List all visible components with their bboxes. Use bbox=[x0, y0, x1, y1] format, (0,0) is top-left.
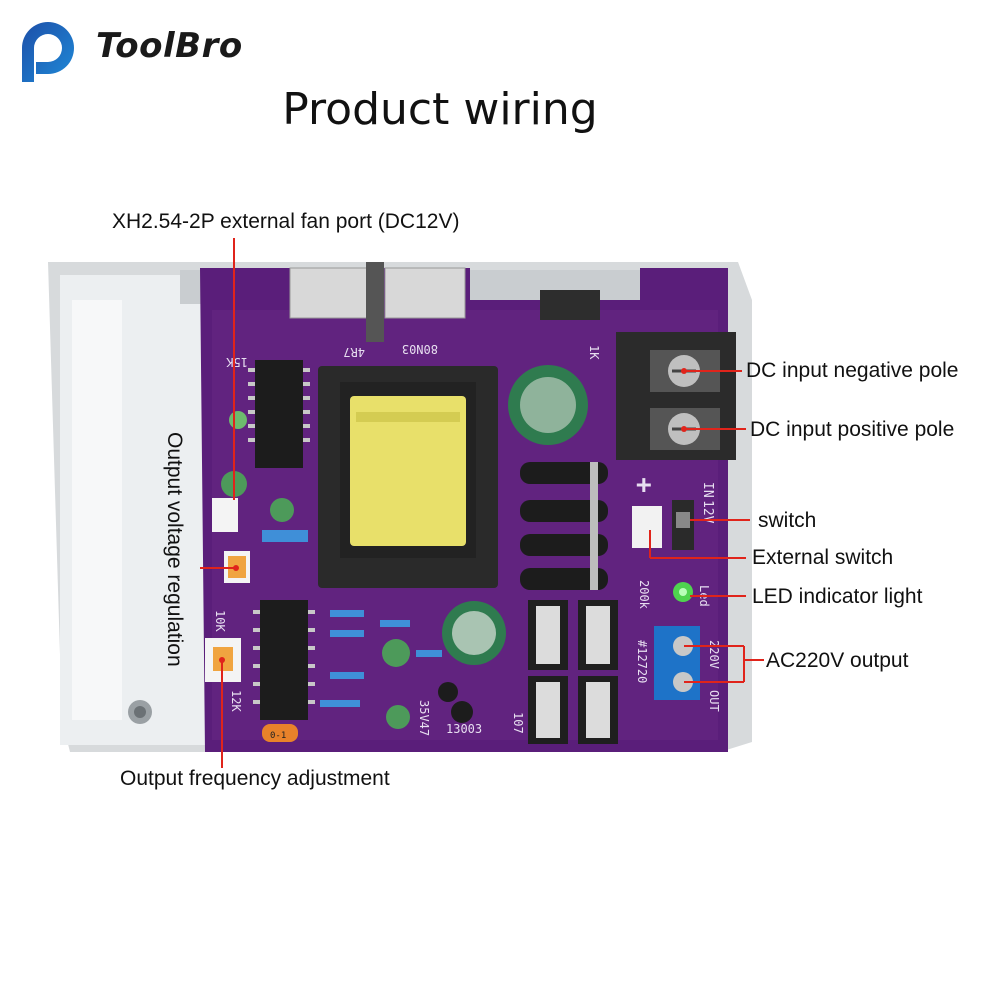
svg-text:12V: 12V bbox=[700, 500, 715, 524]
marking-80n03: 80N03 bbox=[402, 342, 438, 356]
toolbro-logo-icon bbox=[22, 22, 74, 82]
svg-text:OUT: OUT bbox=[707, 690, 721, 712]
svg-text:107: 107 bbox=[511, 712, 525, 734]
svg-text:10K: 10K bbox=[213, 610, 227, 632]
label-led-indicator: LED indicator light bbox=[752, 585, 923, 608]
leader-lines bbox=[200, 238, 764, 768]
label-ac-output: AC220V output bbox=[766, 649, 909, 672]
svg-text:13003: 13003 bbox=[446, 722, 482, 736]
svg-text:12K: 12K bbox=[229, 690, 243, 712]
svg-text:IN: IN bbox=[700, 482, 715, 498]
label-switch: switch bbox=[758, 509, 817, 532]
label-external-switch: External switch bbox=[752, 546, 894, 569]
label-dc-input-positive: DC input positive pole bbox=[750, 418, 955, 441]
page-title: Product wiring bbox=[282, 84, 598, 135]
svg-text:+: + bbox=[636, 470, 652, 500]
svg-text:220V: 220V bbox=[707, 640, 721, 669]
svg-text:4R7: 4R7 bbox=[343, 345, 365, 359]
external-switch-connector bbox=[632, 506, 662, 548]
svg-text:0-1: 0-1 bbox=[270, 731, 286, 741]
svg-text:15K: 15K bbox=[226, 355, 248, 369]
label-dc-input-negative: DC input negative pole bbox=[746, 359, 959, 382]
label-frequency-adjustment: Output frequency adjustment bbox=[120, 767, 390, 790]
svg-text:#12720: #12720 bbox=[635, 640, 649, 683]
svg-text:200k: 200k bbox=[637, 580, 651, 610]
label-voltage-regulation: Output voltage regulation bbox=[163, 432, 186, 667]
label-fan-port: XH2.54-2P external fan port (DC12V) bbox=[112, 210, 460, 233]
brand-name: ToolBro bbox=[96, 26, 243, 66]
svg-text:1K: 1K bbox=[587, 345, 601, 360]
svg-text:35V47: 35V47 bbox=[417, 700, 431, 736]
